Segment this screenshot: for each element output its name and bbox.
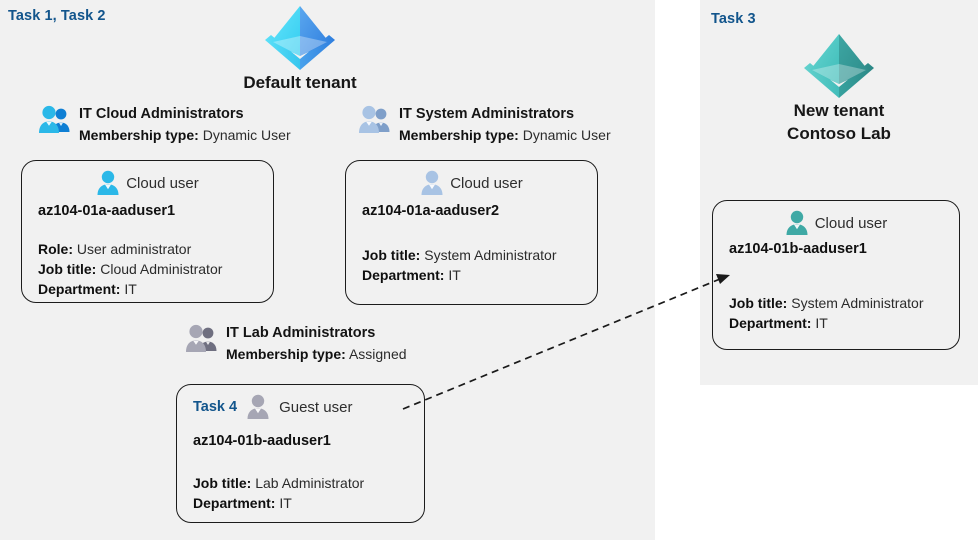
attr-value: System Administrator — [424, 247, 557, 263]
card-header: Cloud user — [713, 210, 959, 236]
group-membership: Membership type: Dynamic User — [399, 125, 611, 145]
group-membership: Membership type: Dynamic User — [79, 125, 291, 145]
card-user-type: Cloud user — [814, 214, 888, 232]
card-attr-row: Job title: Lab Administrator — [193, 473, 364, 493]
card-upn: az104-01b-aaduser1 — [193, 433, 331, 449]
card-attr-row: Job title: Cloud Administrator — [38, 259, 222, 279]
attr-value: Lab Administrator — [255, 475, 365, 491]
card-attr-row: Department: IT — [729, 313, 924, 333]
group-text: IT Cloud Administrators Membership type:… — [79, 104, 291, 145]
card-attr-row: Job title: System Administrator — [729, 293, 924, 313]
membership-value: Dynamic User — [522, 127, 611, 144]
card-attributes: Job title: Lab Administrator Department:… — [193, 473, 364, 513]
attr-value: User administrator — [76, 241, 192, 257]
user-card-aaduser2-default[interactable]: Cloud user az104-01a-aaduser2 Job title:… — [345, 160, 598, 305]
card-header: Task 4 Guest user — [177, 394, 424, 420]
attr-label: Department: — [362, 267, 445, 284]
new-tenant-name-line2: Contoso Lab — [787, 123, 891, 143]
group-it-system-administrators: IT System Administrators Membership type… — [358, 104, 611, 145]
group-it-lab-administrators: IT Lab Administrators Membership type: A… — [185, 323, 407, 364]
attr-value: IT — [815, 315, 828, 332]
cloud-user-icon — [97, 170, 119, 195]
attr-label: Department: — [193, 495, 276, 512]
attr-value: IT — [448, 267, 461, 284]
membership-value: Assigned — [348, 346, 407, 363]
attr-value: IT — [124, 281, 137, 298]
guest-user-icon — [247, 394, 269, 419]
group-text: IT System Administrators Membership type… — [399, 104, 611, 145]
user-card-aaduser1-guest[interactable]: Task 4 Guest user az104-01b-aaduser1 Job… — [176, 384, 425, 523]
card-header: Cloud user — [22, 170, 273, 196]
card-upn: az104-01b-aaduser1 — [729, 241, 867, 257]
card-attributes: Job title: System Administrator Departme… — [362, 245, 557, 285]
attr-label: Department: — [38, 281, 121, 298]
group-title: IT System Administrators — [399, 106, 575, 122]
group-users-icon — [359, 105, 390, 133]
group-users-icon — [186, 324, 217, 352]
group-membership: Membership type: Assigned — [226, 344, 407, 364]
attr-label: Job title: — [362, 247, 421, 263]
card-attributes: Job title: System Administrator Departme… — [729, 293, 924, 333]
card-user-type: Cloud user — [126, 174, 199, 192]
card-user-type: Guest user — [279, 398, 353, 416]
task-label-4: Task 4 — [193, 399, 238, 415]
new-tenant-name-line1: New tenant — [793, 101, 885, 120]
card-user-type: Cloud user — [450, 174, 523, 192]
group-title: IT Cloud Administrators — [79, 106, 244, 122]
group-users-icon — [39, 105, 70, 133]
group-title: IT Lab Administrators — [226, 325, 376, 341]
attr-label: Department: — [729, 315, 812, 332]
card-attributes: Role: User administrator Job title: Clou… — [38, 239, 222, 299]
attr-label: Job title: — [38, 261, 97, 278]
cloud-user-icon — [421, 170, 443, 195]
card-upn: az104-01a-aaduser2 — [362, 203, 500, 219]
membership-value: Dynamic User — [202, 127, 291, 144]
attr-value: Cloud Administrator — [100, 261, 223, 278]
new-tenant-block: New tenant Contoso Lab — [700, 30, 978, 146]
card-header: Cloud user — [346, 170, 597, 196]
membership-label: Membership type: — [399, 127, 519, 144]
cloud-user-icon — [786, 210, 808, 235]
card-attr-row: Role: User administrator — [38, 239, 222, 259]
task-label-1-2: Task 1, Task 2 — [8, 8, 106, 24]
card-attr-row: Department: IT — [193, 493, 364, 513]
membership-label: Membership type: — [79, 127, 199, 144]
user-card-aaduser1-contoso[interactable]: Cloud user az104-01b-aaduser1 Job title:… — [712, 200, 960, 350]
azure-ad-tenant-icon — [265, 6, 335, 70]
membership-label: Membership type: — [226, 346, 346, 363]
attr-value: IT — [279, 495, 292, 512]
group-it-cloud-administrators: IT Cloud Administrators Membership type:… — [38, 104, 291, 145]
attr-label: Job title: — [729, 295, 788, 311]
task-label-3: Task 3 — [711, 11, 756, 27]
card-attr-row: Job title: System Administrator — [362, 245, 557, 265]
card-attr-row: Department: IT — [362, 265, 557, 285]
default-tenant-panel — [0, 0, 655, 540]
azure-ad-tenant-icon — [804, 34, 874, 98]
attr-value: System Administrator — [791, 295, 924, 311]
attr-label: Job title: — [193, 475, 252, 491]
default-tenant-name: Default tenant — [243, 73, 357, 92]
attr-label: Role: — [38, 241, 73, 257]
user-card-aaduser1-default[interactable]: Cloud user az104-01a-aaduser1 Role: User… — [21, 160, 274, 303]
card-attr-row: Department: IT — [38, 279, 222, 299]
group-text: IT Lab Administrators Membership type: A… — [226, 323, 407, 364]
card-upn: az104-01a-aaduser1 — [38, 203, 176, 219]
default-tenant-block: Default tenant — [180, 2, 420, 95]
